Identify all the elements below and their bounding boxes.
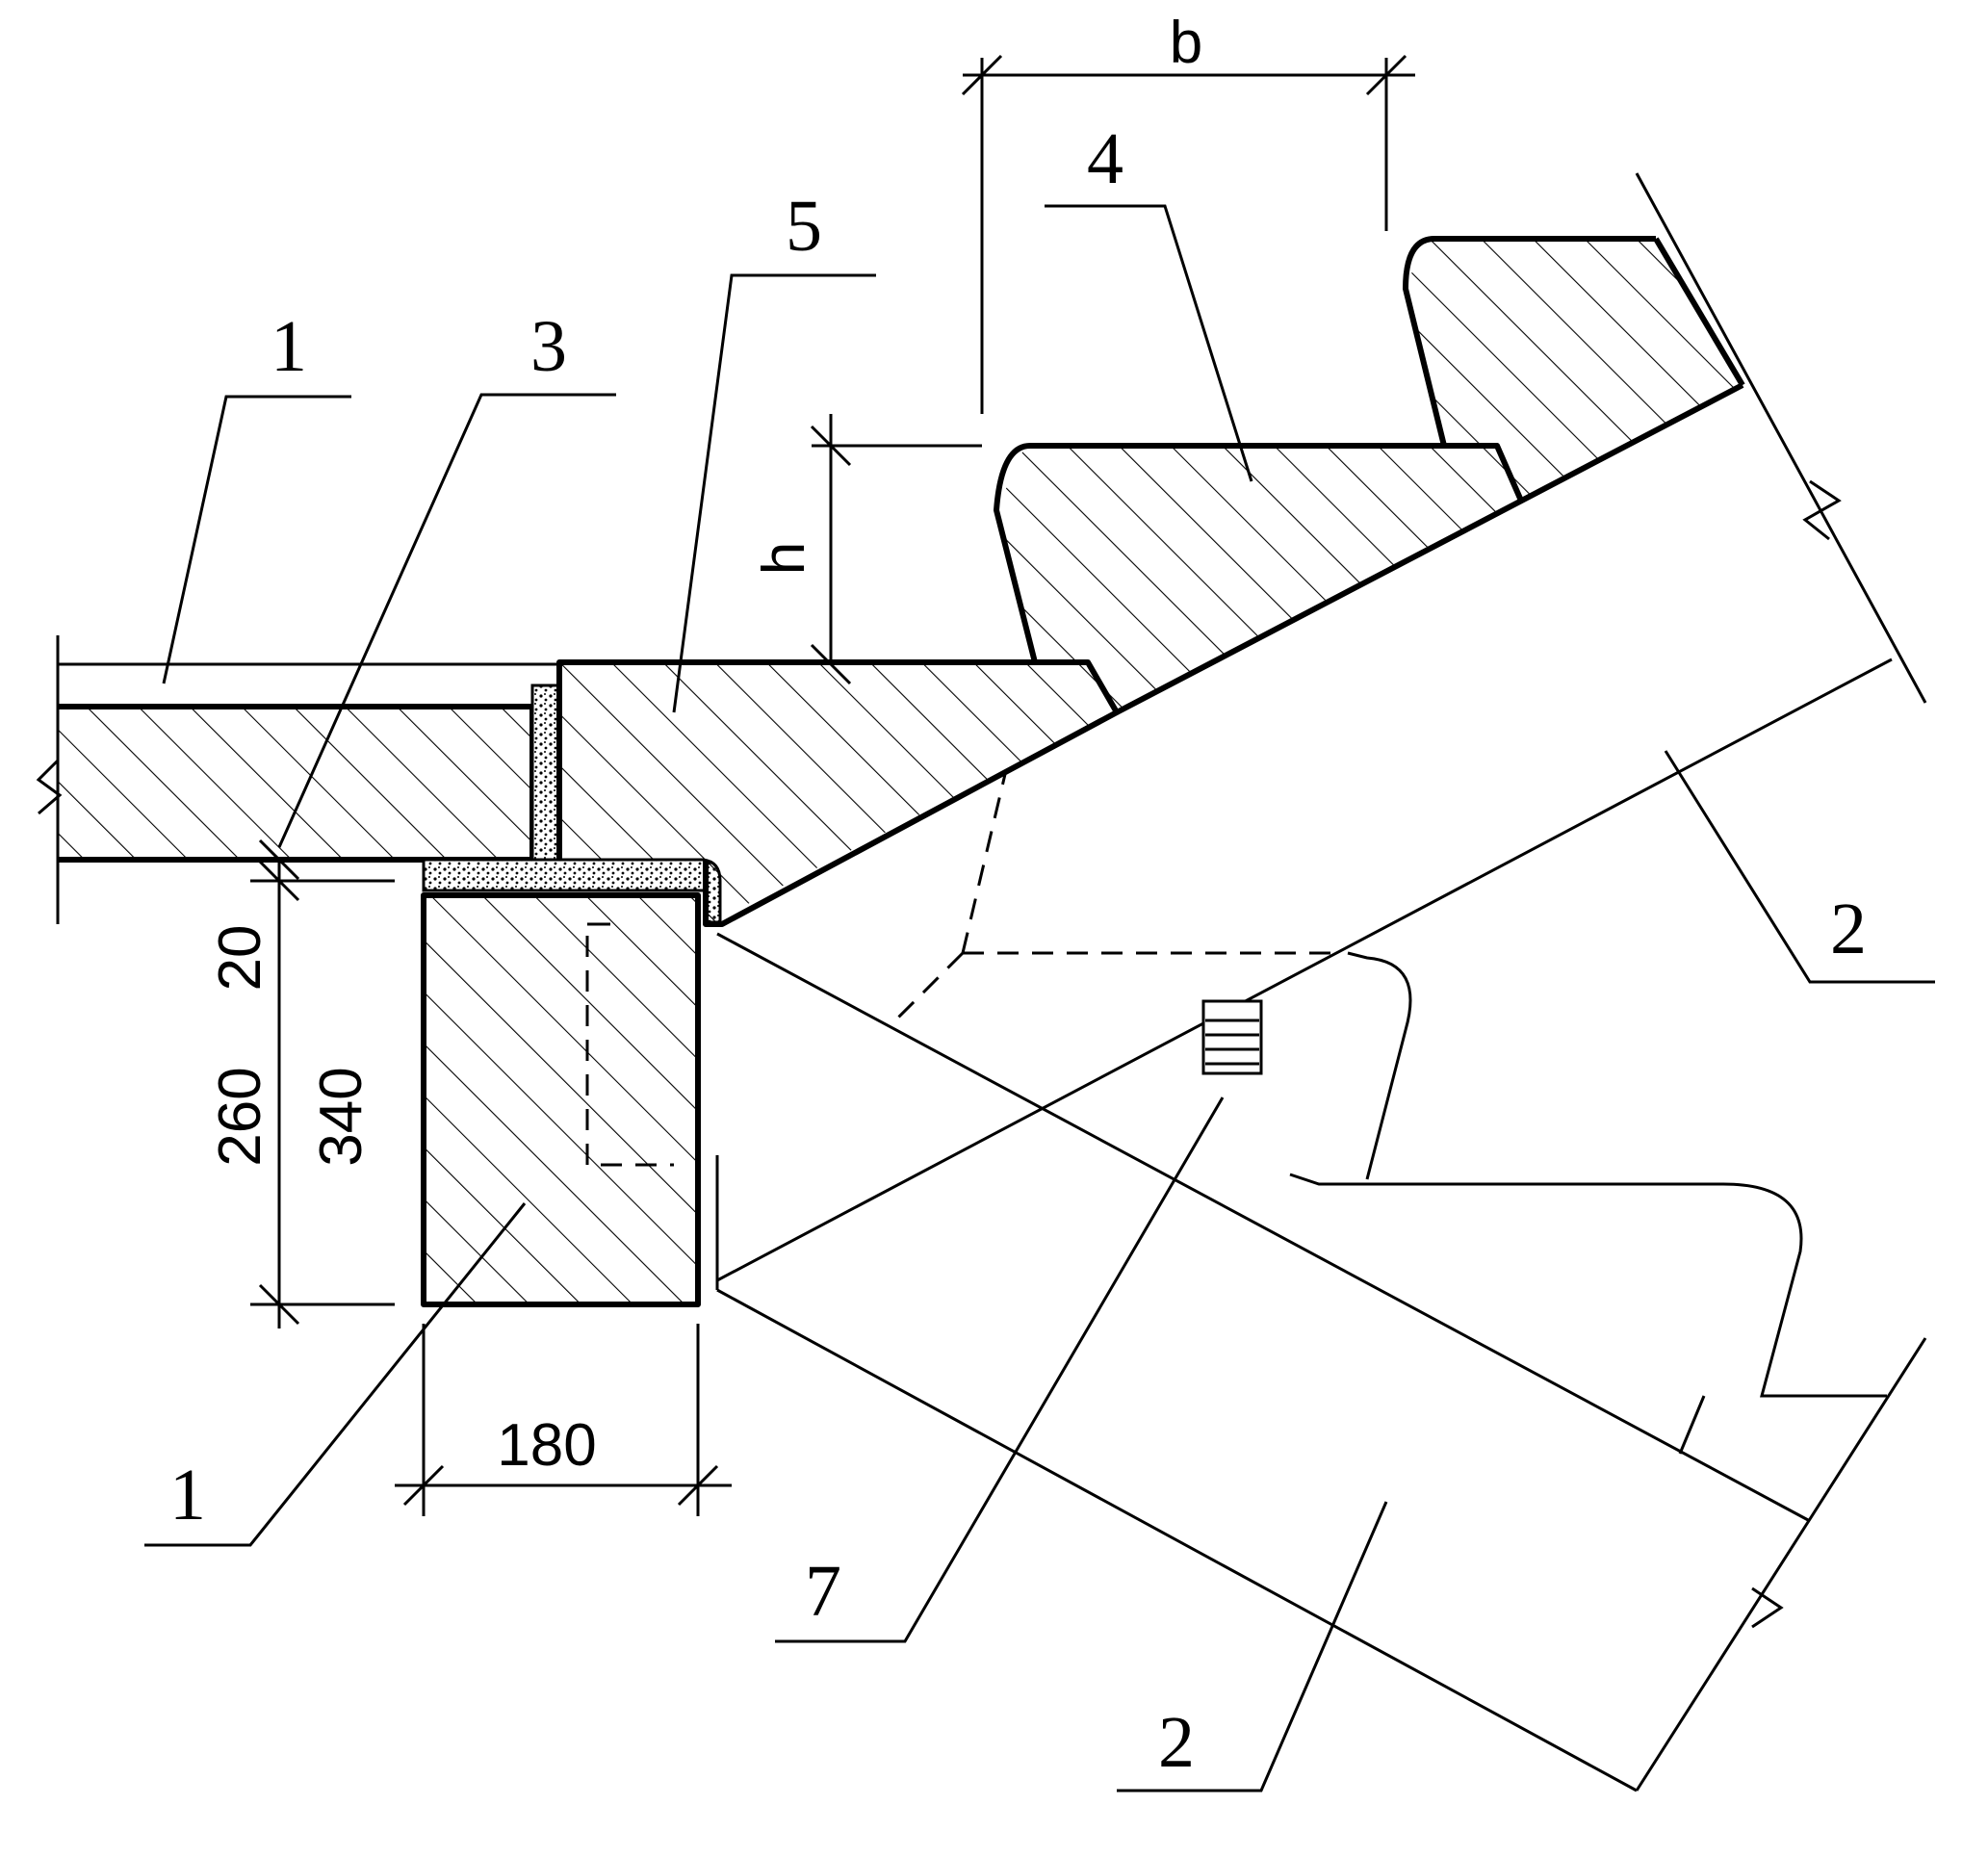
svg-text:3: 3 [530,306,567,387]
callout-3: 3 [277,306,616,848]
dimension-b: b [961,10,1415,414]
dimension-h: h [751,414,982,685]
svg-text:4: 4 [1087,118,1123,199]
support-beam [421,892,701,1307]
dimension-340-label: 340 [308,1067,374,1166]
dimension-180: 180 [395,1324,732,1516]
svg-text:1: 1 [169,1455,206,1535]
callout-2-top: 2 [1664,750,1935,984]
callout-2-bottom: 2 [1117,1501,1388,1793]
svg-text:7: 7 [805,1551,841,1632]
callout-4: 4 [1045,118,1253,482]
anchor-bolt [1201,999,1263,1075]
svg-text:5: 5 [786,186,822,267]
svg-text:2: 2 [1830,889,1867,969]
stringer-beam [585,172,1927,1793]
svg-text:1: 1 [271,306,307,387]
dimension-heights: 20 260 340 [207,838,395,1328]
dimension-b-label: b [1170,10,1202,76]
dimension-20-label: 20 [207,925,273,992]
dimension-260-label: 260 [207,1067,273,1166]
callout-7: 7 [775,1096,1225,1643]
callouts: 1 3 5 4 2 2 1 7 [144,118,1935,1793]
dimension-h-label: h [751,542,817,575]
dimension-180-label: 180 [497,1412,596,1479]
callout-1: 1 [144,1202,527,1547]
svg-text:2: 2 [1158,1702,1195,1783]
callout-5: 5 [672,186,876,713]
stair-step [994,236,1745,715]
callout-6: 1 [162,306,351,684]
